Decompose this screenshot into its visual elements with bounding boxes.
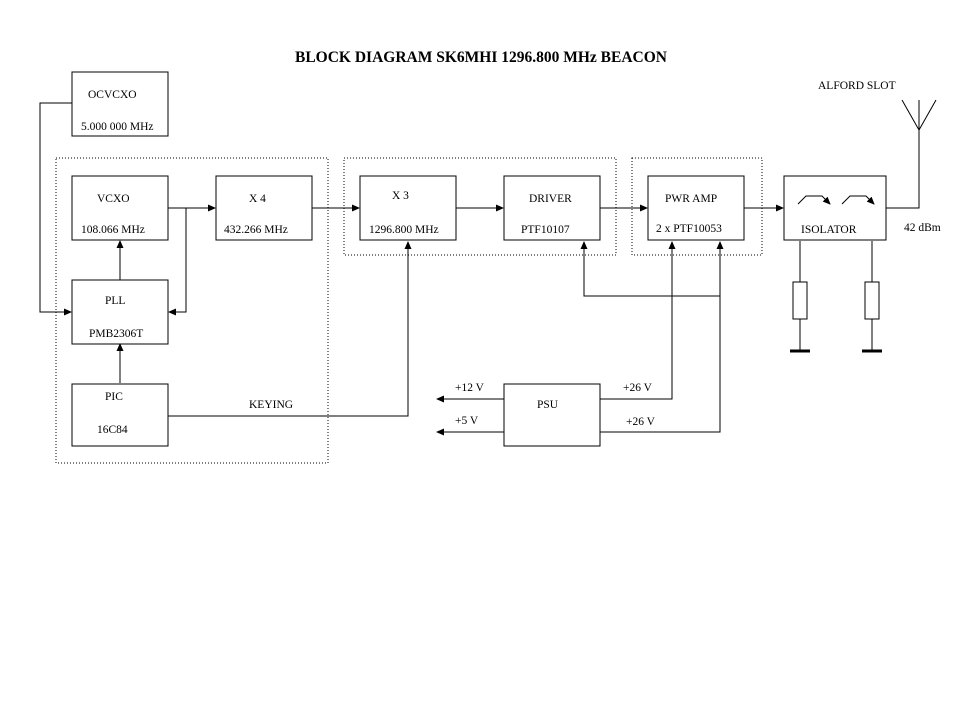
synthesizer-group-boundary xyxy=(55,157,329,464)
block-value: 2 x PTF10053 xyxy=(656,223,722,235)
block-isolator: ISOLATOR xyxy=(783,175,887,241)
circulator-arrow-icon xyxy=(841,195,875,205)
power-amp-group-boundary xyxy=(631,157,763,256)
wire-psu-26v-to-pwr-amp-b xyxy=(600,241,724,433)
block-value: 432.266 MHz xyxy=(224,224,288,236)
block-name: X 4 xyxy=(249,193,266,205)
diagram-title: BLOCK DIAGRAM SK6MHI 1296.800 MHz BEACON xyxy=(295,49,667,66)
block-x3: X 3 1296.800 MHz xyxy=(359,175,457,241)
antenna-label: ALFORD SLOT xyxy=(818,80,896,92)
plus26v-label-lower: +26 V xyxy=(626,416,656,428)
block-name: PWR AMP xyxy=(665,193,717,205)
block-name: ISOLATOR xyxy=(801,224,857,236)
block-name: DRIVER xyxy=(529,193,572,205)
plus26v-label-upper: +26 V xyxy=(623,382,653,394)
block-pll: PLL PMB2306T xyxy=(71,279,169,345)
block-name: PSU xyxy=(537,399,559,411)
block-name: X 3 xyxy=(392,190,409,202)
output-power-label: 42 dBm xyxy=(904,222,941,234)
multiplier-driver-group-boundary xyxy=(343,157,617,256)
wire-vcxo-feedback-to-pll xyxy=(168,208,187,316)
plus5v-label: +5 V xyxy=(455,415,479,427)
wire-26v-to-driver xyxy=(580,241,720,297)
plus12v-label: +12 V xyxy=(455,382,485,394)
block-name: OCVCXO xyxy=(88,89,137,101)
keying-label: KEYING xyxy=(249,399,293,411)
block-value: 108.066 MHz xyxy=(81,224,145,236)
block-pic: PIC 16C84 xyxy=(71,383,169,447)
wire-ocvcxo-to-pll xyxy=(39,102,72,316)
block-driver: DRIVER PTF10107 xyxy=(503,175,601,241)
block-value: PTF10107 xyxy=(521,224,570,236)
block-value: 1296.800 MHz xyxy=(369,224,439,236)
block-value: 5.000 000 MHz xyxy=(81,121,154,133)
termination-resistor-2 xyxy=(864,281,880,320)
block-name: PIC xyxy=(105,391,123,403)
block-name: PLL xyxy=(105,295,125,307)
block-ocvcxo: OCVCXO 5.000 000 MHz xyxy=(71,71,169,137)
block-psu: PSU xyxy=(503,383,601,447)
block-value: 16C84 xyxy=(97,424,128,436)
termination-resistor-1 xyxy=(792,281,808,320)
block-x4: X 4 432.266 MHz xyxy=(215,175,313,241)
block-value: PMB2306T xyxy=(89,328,143,340)
wire-isolator-to-antenna xyxy=(886,110,920,209)
wire-keying-pic-to-x3 xyxy=(168,241,412,417)
block-name: VCXO xyxy=(97,193,130,205)
block-vcxo: VCXO 108.066 MHz xyxy=(71,175,169,241)
circulator-arrow-icon xyxy=(797,195,831,205)
wire-psu-26v-to-pwr-amp-a xyxy=(600,241,676,400)
block-pwr-amp: PWR AMP 2 x PTF10053 xyxy=(647,175,745,241)
